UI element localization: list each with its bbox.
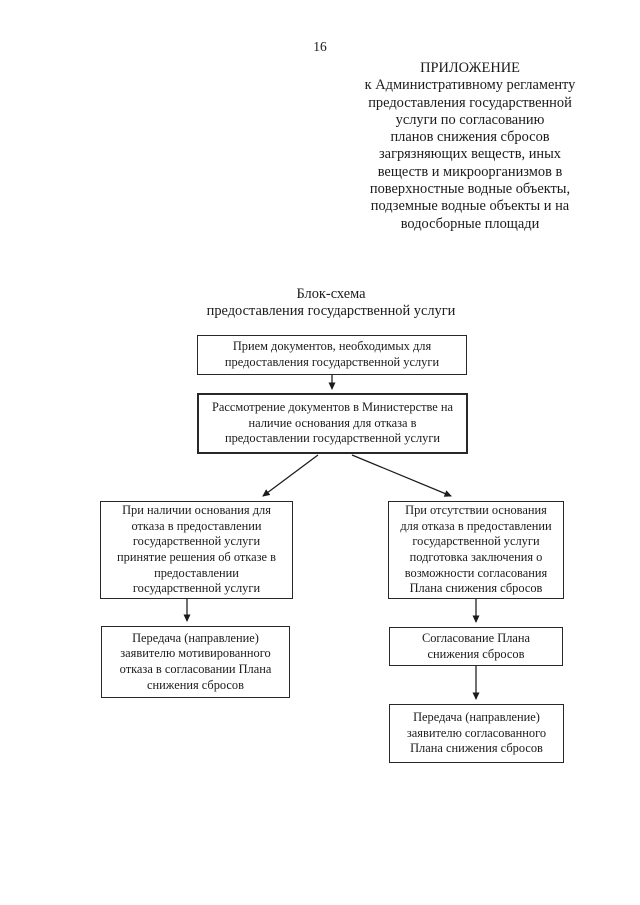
flowchart-box-send-approved-plan: Передача (направление)заявителю согласов… (389, 704, 564, 763)
page-number: 16 (313, 39, 327, 54)
flowchart-box-review-documents: Рассмотрение документов в Министерстве н… (197, 393, 468, 454)
arrow-review-to-conclusion (351, 454, 452, 497)
arrow-review-to-refusal (262, 454, 319, 497)
flowchart-box-send-refusal: Передача (направление)заявителю мотивиро… (101, 626, 290, 698)
